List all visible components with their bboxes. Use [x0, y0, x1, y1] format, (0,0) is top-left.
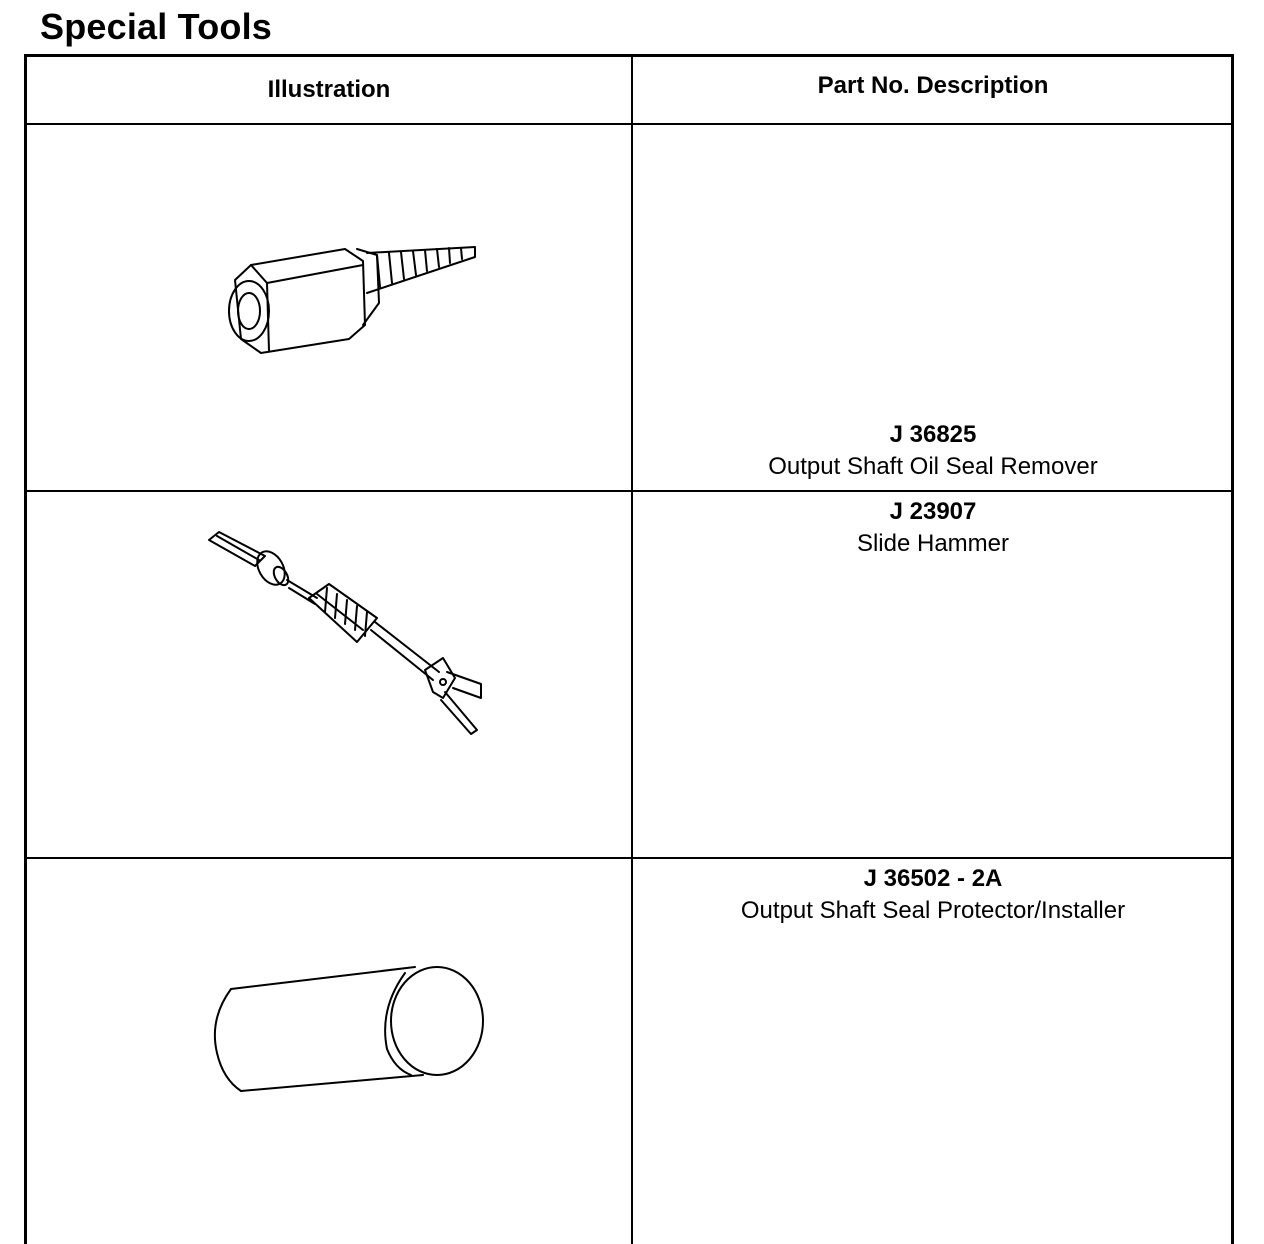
table-row: J 23907 Slide Hammer	[27, 492, 1009, 857]
special-tools-table: Illustration Part No. Description	[24, 54, 1234, 1244]
table-row: J 36502 - 2A Output Shaft Seal Protector…	[27, 859, 1125, 1239]
table-row: J 36825 Output Shaft Oil Seal Remover	[27, 125, 1098, 490]
part-description: Output Shaft Oil Seal Remover	[768, 453, 1098, 480]
header-illustration: Illustration	[267, 76, 391, 103]
part-description: Output Shaft Seal Protector/Installer	[740, 897, 1126, 924]
header-row-divider	[27, 123, 1231, 125]
oil-seal-remover-icon	[228, 246, 476, 354]
page-title: Special Tools	[40, 6, 272, 47]
row-divider	[27, 490, 1231, 492]
part-description: Slide Hammer	[856, 530, 1010, 557]
seal-protector-installer-icon	[213, 966, 484, 1092]
column-divider	[631, 57, 633, 1244]
part-number: J 23907	[889, 498, 977, 525]
part-number: J 36502 - 2A	[863, 865, 1003, 892]
row-divider	[27, 857, 1231, 859]
header-part-description: Part No. Description	[817, 72, 1049, 99]
part-number: J 36825	[889, 421, 977, 448]
slide-hammer-icon	[208, 531, 482, 735]
